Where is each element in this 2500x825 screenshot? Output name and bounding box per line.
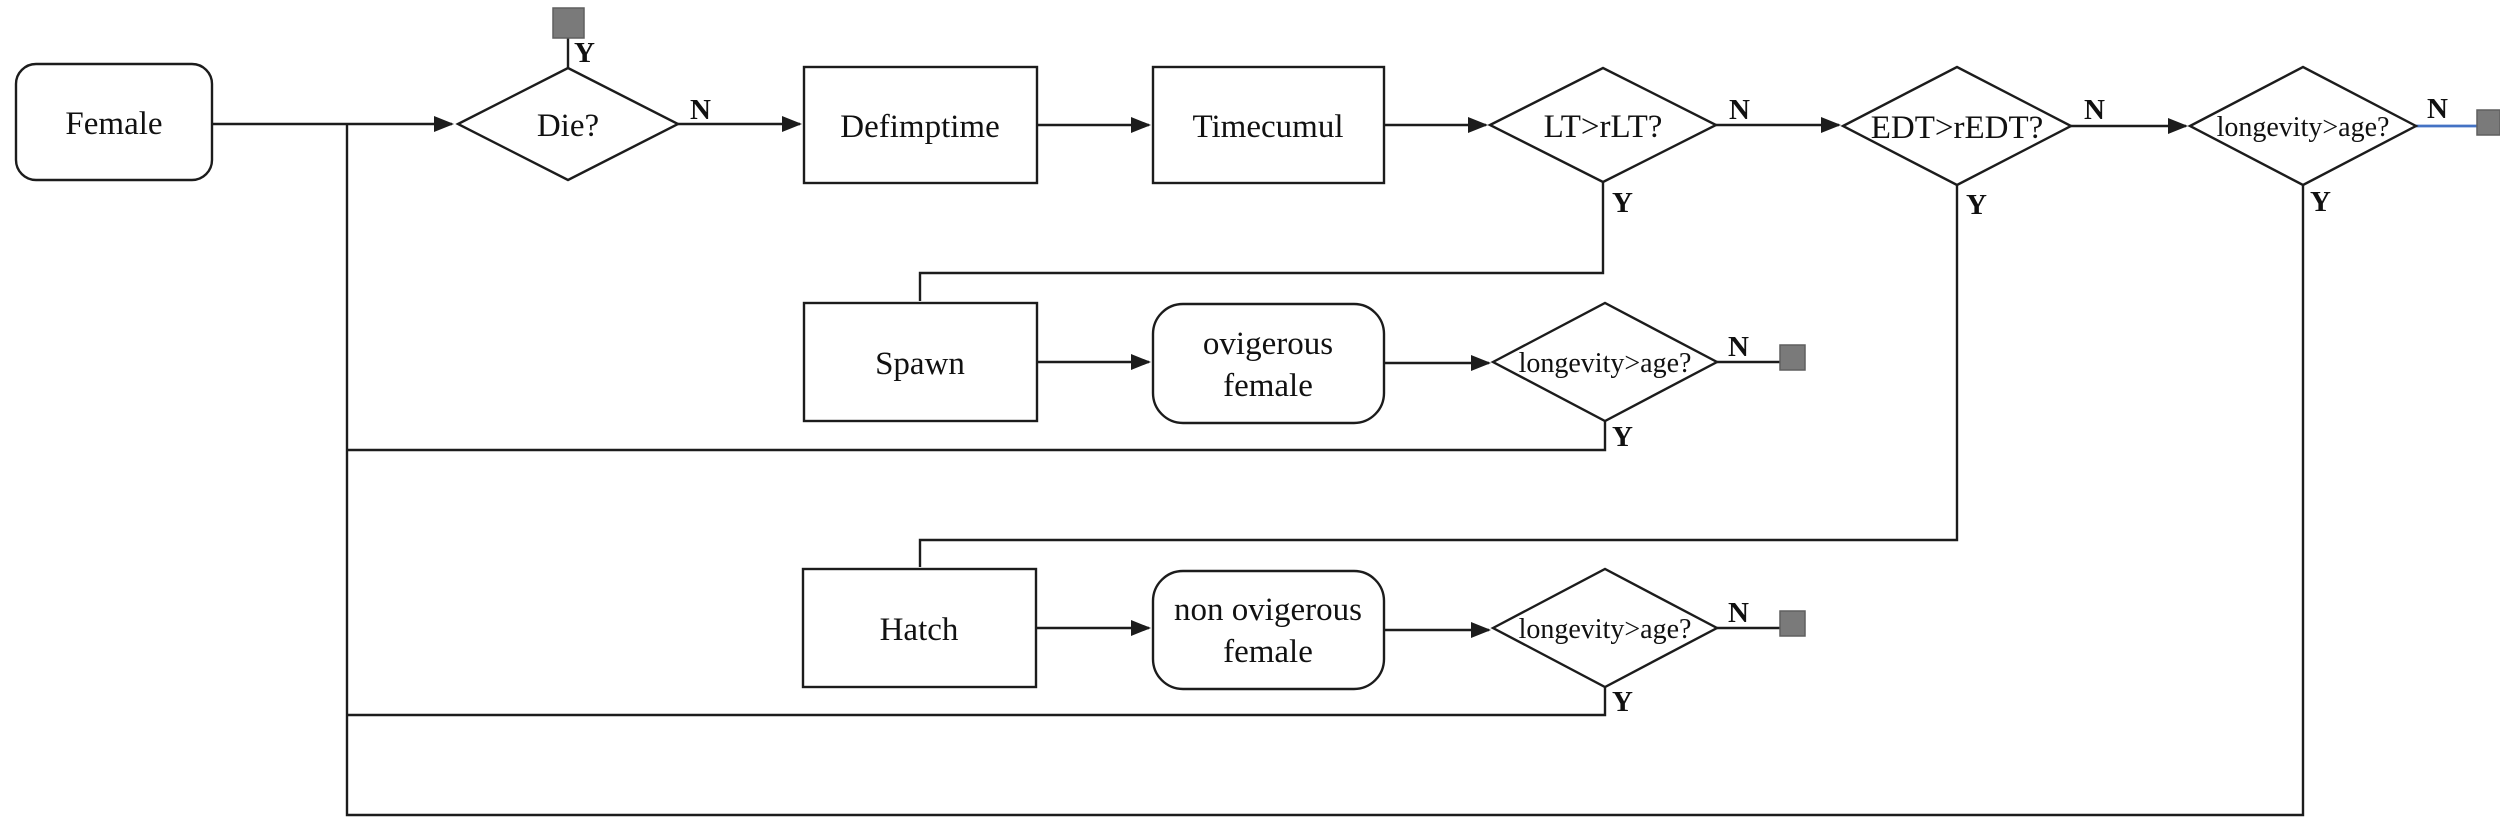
hatch-shape[interactable]: [801, 567, 1038, 689]
non-ovigerous-female-label-line2: female: [1223, 634, 1313, 670]
lt-no-label: N: [1729, 94, 1750, 126]
spawn-label: Spawn: [875, 346, 965, 382]
longevity-bottom-diamond[interactable]: [1490, 567, 1720, 689]
longevity-top-diamond[interactable]: [2187, 65, 2419, 187]
lt-label: LT>rLT?: [1544, 109, 1663, 145]
female-label: Female: [65, 106, 162, 142]
non-ovigerous-female-label-line1: non ovigerous: [1174, 592, 1362, 628]
longevity-mid-yes-label: Y: [1612, 421, 1633, 453]
die-no-label: N: [690, 94, 711, 126]
hatch-label: Hatch: [880, 612, 959, 648]
longevity-bottom-label: longevity>age?: [1519, 614, 1692, 645]
node-defimptime[interactable]: Defimptime: [802, 65, 1039, 185]
female-shape[interactable]: [14, 62, 214, 182]
node-non-ovigerous-female[interactable]: non ovigerous female: [1151, 569, 1386, 691]
non-ovigerous-female-shape[interactable]: [1151, 569, 1386, 691]
node-female[interactable]: Female: [14, 62, 214, 182]
longevity-top-label: longevity>age?: [2217, 112, 2390, 143]
connector-edt-yes-to-hatch[interactable]: [918, 185, 1959, 567]
longevity-top-yes-label: Y: [2310, 186, 2331, 218]
terminator-longevity-mid-no[interactable]: [1779, 344, 1806, 371]
node-die-decision[interactable]: Die?: [455, 66, 681, 182]
die-yes-label: Y: [574, 37, 595, 69]
node-ovigerous-female[interactable]: ovigerous female: [1151, 302, 1386, 425]
node-lt-decision[interactable]: LT>rLT?: [1487, 66, 1719, 184]
lt-yes-label: Y: [1612, 187, 1633, 219]
longevity-bottom-yes-label: Y: [1612, 686, 1633, 718]
die-diamond[interactable]: [455, 66, 681, 182]
spawn-shape[interactable]: [802, 301, 1039, 423]
ovigerous-female-label-line2: female: [1223, 368, 1313, 404]
longevity-mid-diamond[interactable]: [1490, 301, 1720, 423]
longevity-top-no-label: N: [2427, 93, 2448, 125]
defimptime-shape[interactable]: [802, 65, 1039, 185]
edt-yes-label: Y: [1966, 189, 1987, 221]
edt-no-label: N: [2084, 94, 2105, 126]
terminator-longevity-bottom-no[interactable]: [1779, 610, 1806, 637]
node-hatch[interactable]: Hatch: [801, 567, 1038, 689]
edt-label: EDT>rEDT?: [1871, 110, 2044, 146]
timecumul-label: Timecumul: [1193, 109, 1344, 145]
node-longevity-top-decision[interactable]: longevity>age?: [2187, 65, 2419, 187]
connector-lt-yes-to-spawn[interactable]: [918, 182, 1605, 301]
connector-longevity-bottom-yes-loop[interactable]: [348, 687, 1607, 717]
lt-diamond[interactable]: [1487, 66, 1719, 184]
terminator-longevity-top-no[interactable]: [2476, 109, 2500, 136]
timecumul-shape[interactable]: [1151, 65, 1386, 185]
connector-longevity-top-yes-loop[interactable]: [345, 125, 2305, 817]
longevity-bottom-no-label: N: [1728, 597, 1749, 629]
die-label: Die?: [537, 108, 599, 144]
node-edt-decision[interactable]: EDT>rEDT?: [1840, 65, 2074, 187]
defimptime-label: Defimptime: [840, 109, 999, 145]
longevity-mid-no-label: N: [1728, 331, 1749, 363]
ovigerous-female-label-line1: ovigerous: [1203, 326, 1333, 362]
node-spawn[interactable]: Spawn: [802, 301, 1039, 423]
terminator-die-yes[interactable]: [552, 7, 585, 39]
node-longevity-bottom-decision[interactable]: longevity>age?: [1490, 567, 1720, 689]
node-timecumul[interactable]: Timecumul: [1151, 65, 1386, 185]
node-longevity-mid-decision[interactable]: longevity>age?: [1490, 301, 1720, 423]
edt-diamond[interactable]: [1840, 65, 2074, 187]
ovigerous-female-shape[interactable]: [1151, 302, 1386, 425]
longevity-mid-label: longevity>age?: [1519, 348, 1692, 379]
connector-longevity-mid-yes-loop[interactable]: [348, 421, 1607, 452]
